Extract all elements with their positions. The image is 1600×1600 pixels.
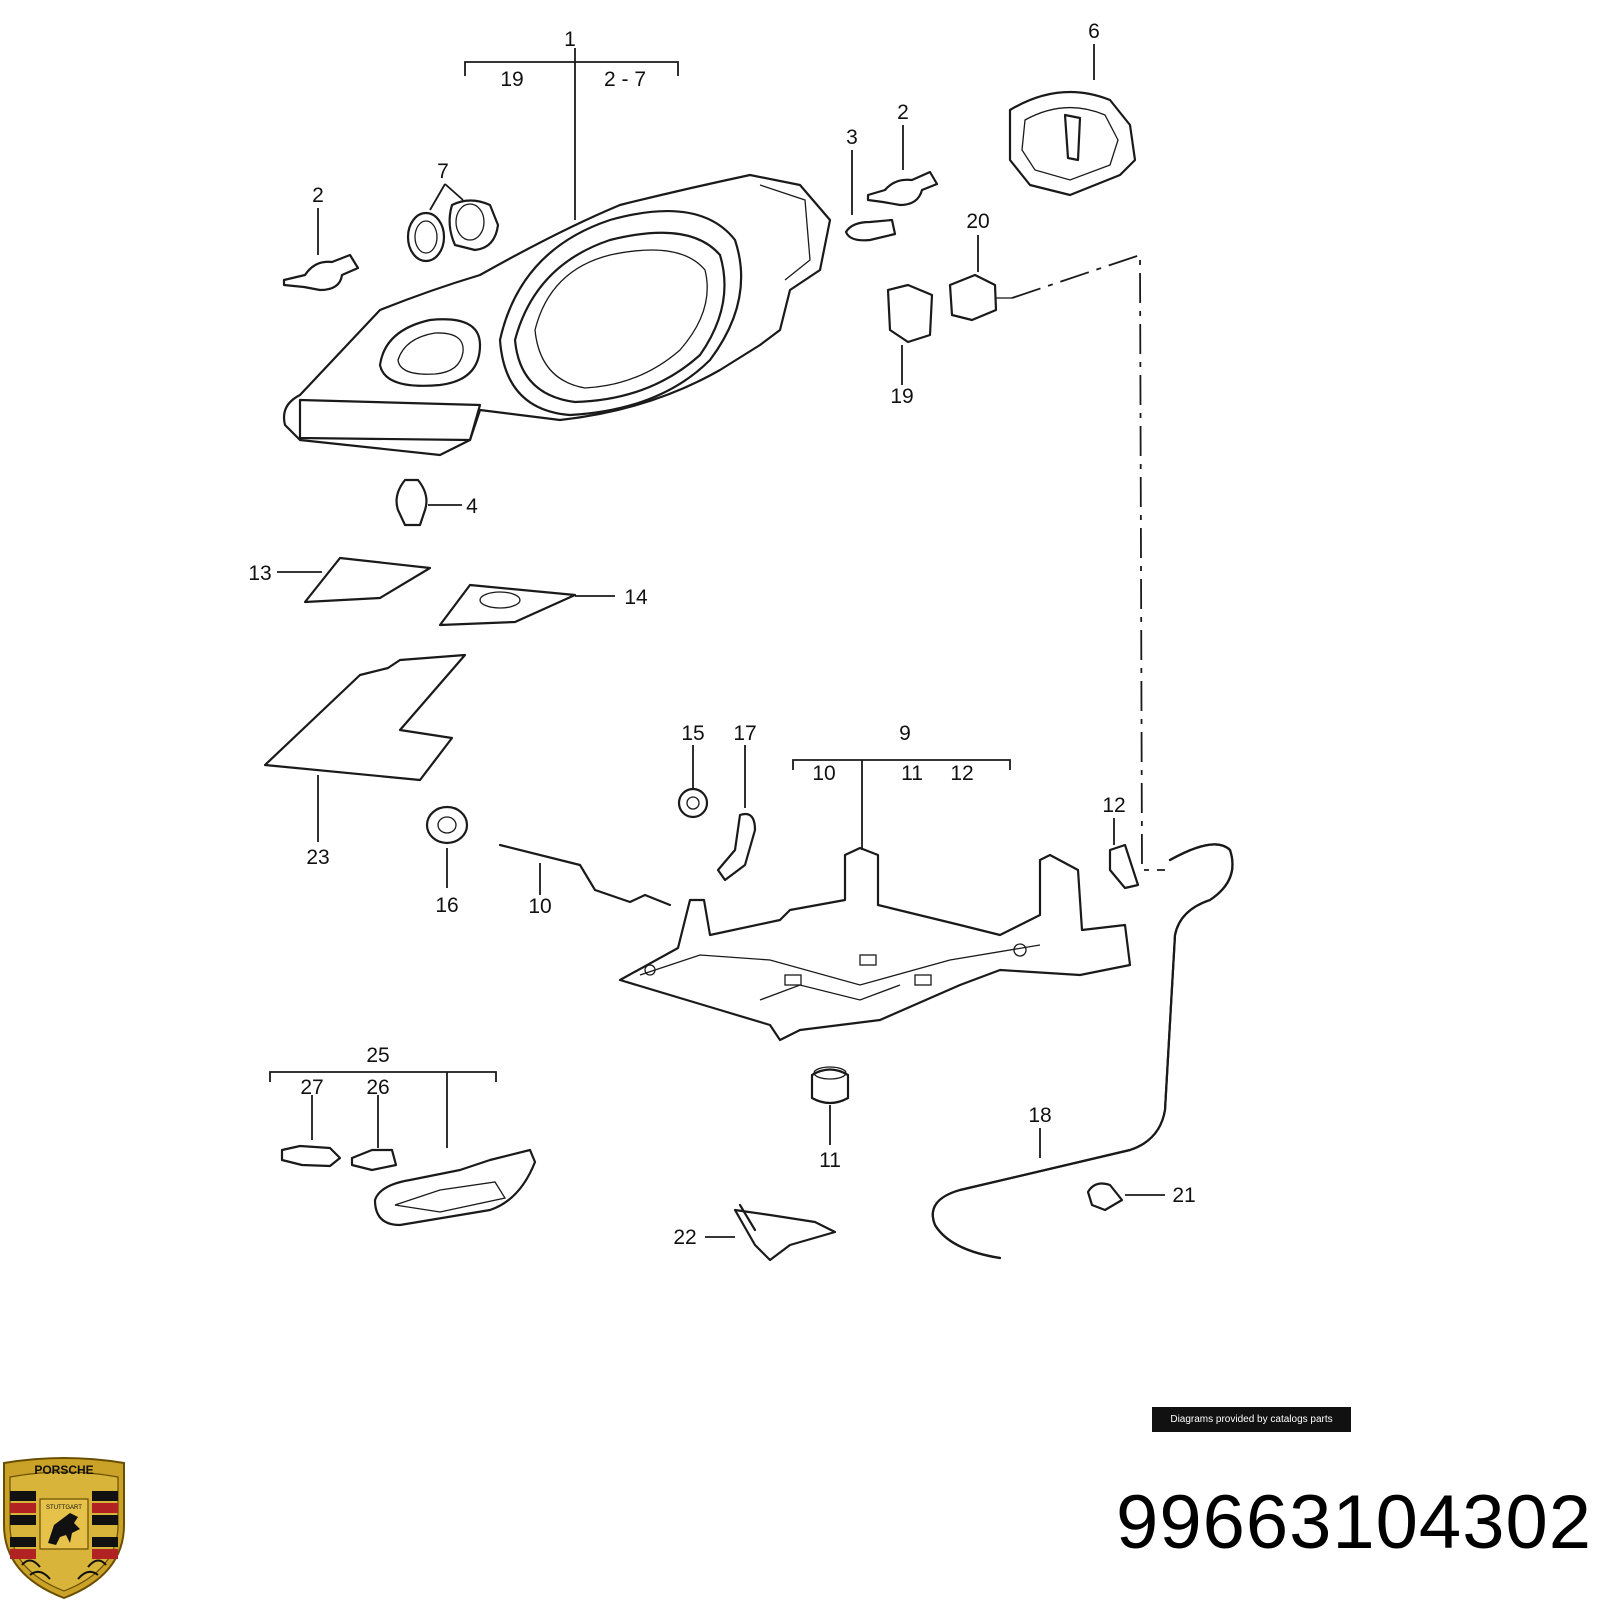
bulb-26 <box>350 1095 398 1172</box>
callout-12: 12 <box>1102 794 1125 817</box>
clip-12 <box>1108 818 1140 890</box>
callout-13: 13 <box>248 562 271 585</box>
porsche-crest-icon: PORSCHE STUTTGART <box>3 1457 125 1600</box>
base-plate-9 <box>618 846 1132 1042</box>
callout-2-7: 2 - 7 <box>604 68 646 91</box>
lens-14 <box>438 583 615 627</box>
callout-10: 10 <box>528 895 551 918</box>
callout-19-top: 19 <box>500 68 523 91</box>
headlight-assembly <box>282 173 832 457</box>
callout-25: 25 <box>366 1044 389 1067</box>
cap-6 <box>1008 44 1137 197</box>
callout-11: 11 <box>819 1149 841 1172</box>
callout-12-bracket: 12 <box>950 762 973 785</box>
callout-9: 9 <box>899 722 911 745</box>
part-number: 99663104302 <box>1116 1480 1592 1565</box>
connector-20 <box>948 235 1012 322</box>
callout-11-bracket: 11 <box>901 762 923 785</box>
hose-18 <box>931 843 1234 1260</box>
callout-14: 14 <box>624 586 648 609</box>
grommet-15 <box>677 745 709 819</box>
callout-1: 1 <box>564 28 576 51</box>
callout-23: 23 <box>306 846 329 869</box>
callout-7: 7 <box>437 160 449 183</box>
seal-rings-7 <box>406 183 500 263</box>
callout-15: 15 <box>681 722 704 745</box>
callout-18: 18 <box>1028 1104 1051 1127</box>
callout-4: 4 <box>466 495 478 518</box>
diagram-credit-label: Diagrams provided by catalogs parts <box>1152 1407 1351 1432</box>
rod-10 <box>498 843 672 907</box>
clip-17 <box>716 745 757 882</box>
callout-10-bracket: 10 <box>812 762 835 785</box>
callout-17: 17 <box>733 722 756 745</box>
callout-2-right: 2 <box>897 101 909 124</box>
bulb-4 <box>395 478 462 527</box>
side-marker-25 <box>373 1148 537 1227</box>
callout-6: 6 <box>1088 20 1100 43</box>
callout-bracket-9 <box>792 759 1011 850</box>
sheet-23 <box>263 653 467 842</box>
svg-text:STUTTGART: STUTTGART <box>46 1505 82 1511</box>
callout-bracket-1 <box>464 48 679 220</box>
bulb-2-right <box>866 125 939 207</box>
bulb-27 <box>280 1095 342 1168</box>
routing-line <box>1011 253 1165 871</box>
callout-27: 27 <box>300 1076 323 1099</box>
callout-19: 19 <box>890 385 913 408</box>
svg-text:PORSCHE: PORSCHE <box>34 1463 93 1477</box>
mount-22 <box>705 1203 837 1262</box>
bulb-2-left <box>282 208 360 292</box>
callout-3: 3 <box>846 126 858 149</box>
callout-21: 21 <box>1172 1184 1195 1207</box>
lens-13 <box>277 556 432 604</box>
callout-16: 16 <box>435 894 458 917</box>
callout-26: 26 <box>366 1076 389 1099</box>
callout-2-left: 2 <box>312 184 324 207</box>
grommet-11 <box>810 1066 850 1145</box>
bulb-3 <box>844 150 897 242</box>
callout-20: 20 <box>966 210 989 233</box>
clip-21 <box>1086 1182 1165 1212</box>
connector-19 <box>886 283 934 385</box>
callout-22: 22 <box>673 1226 696 1249</box>
grommet-16 <box>425 805 469 888</box>
callout-bracket-25 <box>269 1071 497 1148</box>
